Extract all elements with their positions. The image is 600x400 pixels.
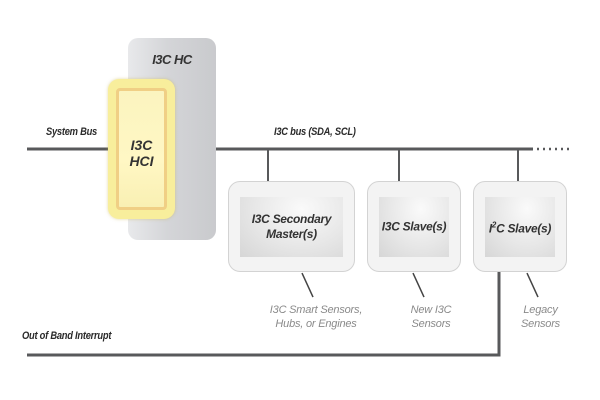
- hci-label-line2: HCI: [129, 153, 154, 169]
- system-bus-label: System Bus: [46, 126, 97, 138]
- out-of-band-interrupt-label: Out of Band Interrupt: [22, 330, 112, 342]
- hci-label-line1: I3C: [130, 137, 153, 153]
- device-label-line2: Master(s): [266, 227, 317, 241]
- caption-line1: New I3C: [410, 304, 452, 316]
- host-controller-title: I3C HC: [152, 52, 192, 67]
- device-label-prefix: I: [488, 221, 492, 236]
- device-label: I3C Secondary Master(s): [240, 212, 343, 242]
- out-of-band-interrupt-line: [27, 272, 501, 357]
- device-i3c-slave: I3C Slave(s): [367, 181, 461, 272]
- caption-line2: Sensors: [521, 318, 560, 330]
- device-label-suffix: C Slave(s): [496, 221, 552, 236]
- caption-i2c-slave: Legacy Sensors: [508, 303, 573, 331]
- device-inner-panel: I2C Slave(s): [485, 197, 555, 257]
- device-label-line1: I3C Secondary: [251, 212, 332, 226]
- device-label-superscript: 2: [491, 220, 497, 230]
- leader-line-i3c-slave: [412, 272, 425, 298]
- device-inner-panel: I3C Slave(s): [379, 197, 449, 257]
- device-label: I3C Slave(s): [379, 220, 449, 235]
- hci-label: I3C HCI: [119, 137, 164, 169]
- caption-line2: Sensors: [411, 318, 451, 330]
- device-label-line1: I3C Slave(s): [381, 219, 447, 234]
- i3c-hci-box: I3C HCI: [108, 79, 175, 219]
- device-inner-panel: I3C Secondary Master(s): [240, 197, 343, 257]
- leader-line-secondary-master: [301, 272, 314, 298]
- caption-line1: I3C Smart Sensors,: [269, 304, 363, 316]
- hci-inner-panel: I3C HCI: [116, 88, 167, 210]
- caption-i3c-slave: New I3C Sensors: [396, 303, 466, 331]
- device-i2c-slave: I2C Slave(s): [473, 181, 567, 272]
- device-label: I2C Slave(s): [485, 218, 555, 237]
- leader-line-i2c-slave: [526, 272, 539, 298]
- caption-line2: Hubs, or Engines: [275, 318, 357, 330]
- caption-secondary-master: I3C Smart Sensors, Hubs, or Engines: [256, 303, 376, 331]
- caption-line1: Legacy: [523, 304, 558, 316]
- device-secondary-master: I3C Secondary Master(s): [228, 181, 355, 272]
- i3c-bus-label: I3C bus (SDA, SCL): [274, 126, 356, 138]
